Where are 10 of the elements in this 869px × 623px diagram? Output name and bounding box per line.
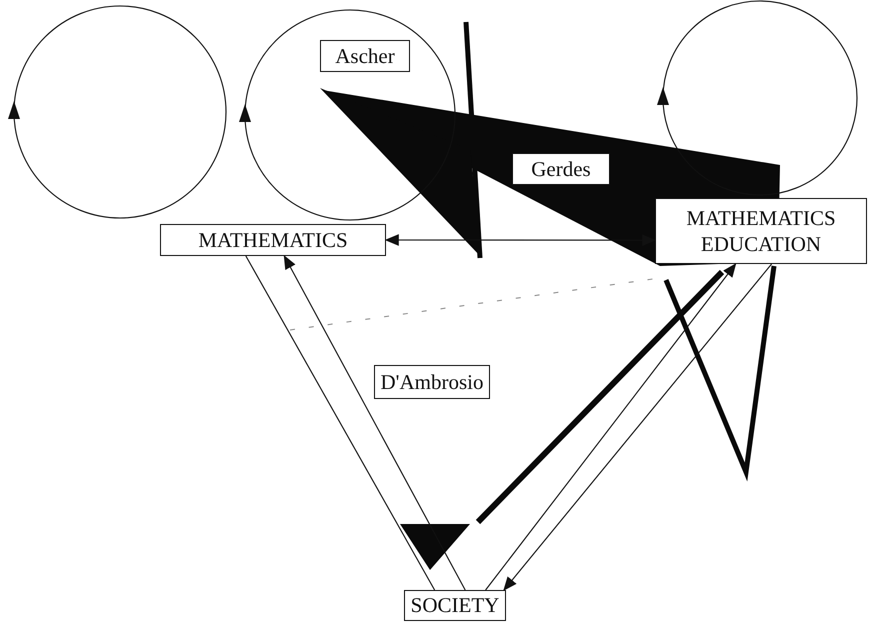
- arrow: [284, 254, 466, 590]
- label-box: Gerdes: [512, 153, 610, 185]
- arrow: [485, 263, 736, 590]
- arrow: [384, 234, 656, 246]
- label-box: MATHEMATICS EDUCATION: [655, 198, 867, 264]
- label-box: Ascher: [320, 40, 410, 72]
- label-box: MATHEMATICS: [160, 224, 386, 256]
- arrow: [503, 264, 772, 591]
- label-box: SOCIETY: [404, 590, 506, 621]
- label-box: D'Ambrosio: [374, 365, 490, 399]
